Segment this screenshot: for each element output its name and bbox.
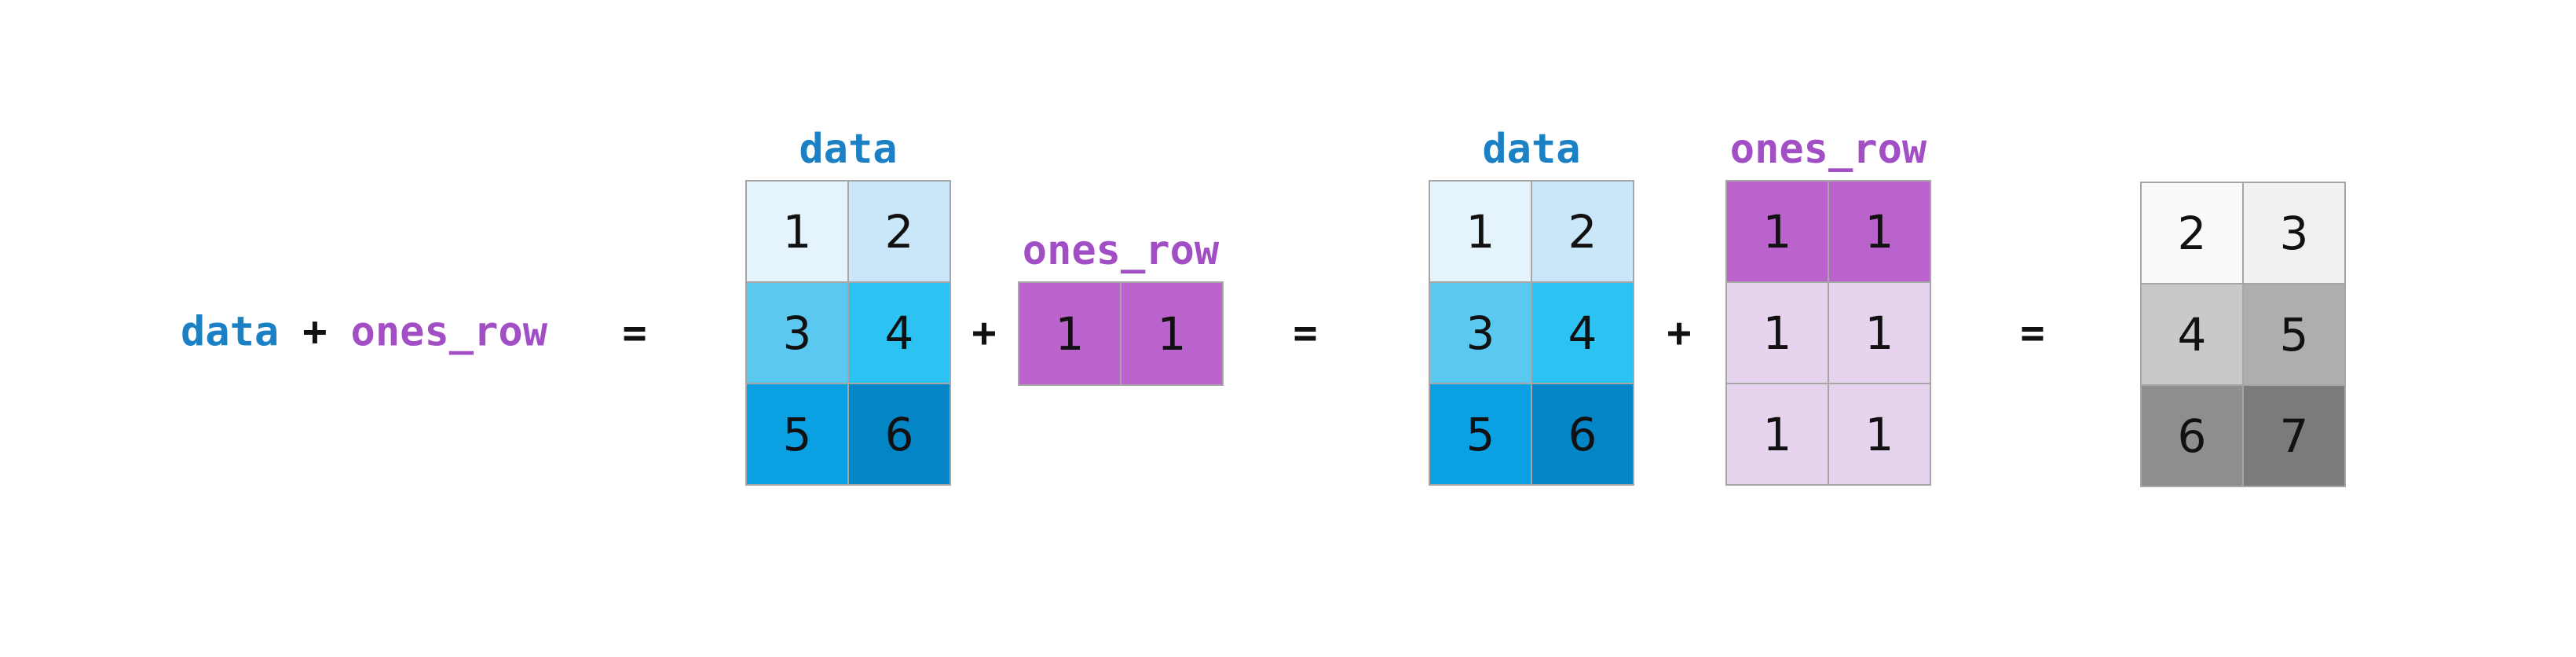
- matrix-cell: 5: [1430, 384, 1531, 484]
- matrix-cell: 1: [1122, 283, 1222, 384]
- matrix-group-data-mid: data 1 2 3 4 5 6: [1429, 118, 1634, 486]
- matrix-ones-row-broadcast: 1 1 1 1 1 1: [1725, 180, 1931, 486]
- matrix-group-data-left: data 1 2 3 4 5 6: [745, 118, 951, 486]
- matrix-cell: 4: [849, 283, 950, 383]
- matrix-cell: 1: [1727, 384, 1828, 484]
- matrix-cell: 1: [1019, 283, 1120, 384]
- matrix-cell: 3: [2244, 183, 2344, 283]
- equals-sign-1: =: [622, 310, 647, 357]
- matrix-data-left: 1 2 3 4 5 6: [745, 180, 951, 486]
- matrix-cell: 2: [1532, 182, 1633, 281]
- matrix-group-ones-row: ones_row 1 1: [1018, 219, 1224, 386]
- expression-ones-row-label: ones_row: [350, 308, 547, 356]
- matrix-cell: 6: [2142, 386, 2242, 486]
- expression-data-label: data: [181, 308, 280, 356]
- matrix-cell: 6: [849, 384, 950, 484]
- expression-plus-sign: +: [302, 308, 327, 356]
- matrix-ones-row: 1 1: [1018, 281, 1224, 386]
- matrix-title-data-mid: data: [1482, 125, 1581, 173]
- plus-sign-2: +: [1667, 310, 1692, 357]
- expression-label: data + ones_row: [181, 309, 547, 356]
- matrix-cell: 4: [1532, 283, 1633, 383]
- matrix-cell: 1: [1829, 384, 1930, 484]
- matrix-cell: 2: [2142, 183, 2242, 283]
- matrix-cell: 3: [1430, 283, 1531, 383]
- equals-sign-3: =: [2020, 310, 2045, 357]
- matrix-title-data-left: data: [799, 125, 898, 173]
- matrix-cell: 5: [2244, 284, 2344, 384]
- matrix-group-ones-row-broadcast: ones_row 1 1 1 1 1 1: [1725, 118, 1931, 486]
- matrix-cell: 3: [747, 283, 847, 383]
- matrix-title-ones-row-broadcast: ones_row: [1729, 125, 1927, 173]
- matrix-cell: 1: [1727, 283, 1828, 383]
- matrix-data-mid: 1 2 3 4 5 6: [1429, 180, 1634, 486]
- matrix-title-ones-row: ones_row: [1022, 226, 1220, 274]
- matrix-cell: 7: [2244, 386, 2344, 486]
- matrix-group-result: 2 3 4 5 6 7: [2140, 182, 2346, 487]
- matrix-cell: 1: [1829, 283, 1930, 383]
- plus-sign-1: +: [971, 310, 997, 357]
- matrix-cell: 1: [747, 182, 847, 281]
- matrix-cell: 1: [1727, 182, 1828, 281]
- matrix-cell: 4: [2142, 284, 2242, 384]
- matrix-cell: 1: [1430, 182, 1531, 281]
- equals-sign-2: =: [1293, 310, 1318, 357]
- matrix-cell: 2: [849, 182, 950, 281]
- matrix-cell: 5: [747, 384, 847, 484]
- matrix-cell: 6: [1532, 384, 1633, 484]
- matrix-result: 2 3 4 5 6 7: [2140, 182, 2346, 487]
- matrix-cell: 1: [1829, 182, 1930, 281]
